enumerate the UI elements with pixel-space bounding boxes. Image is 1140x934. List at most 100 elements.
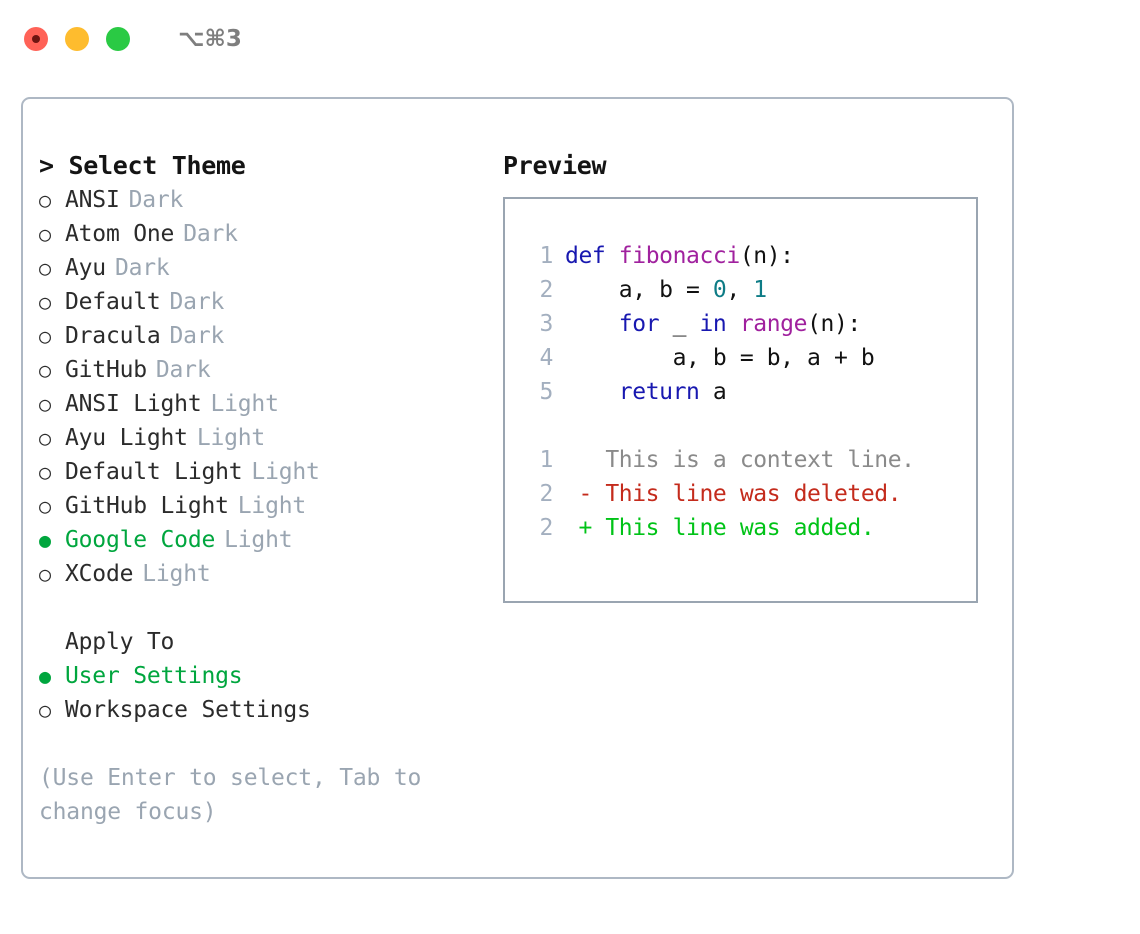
theme-name-label: Default Light (65, 459, 243, 485)
line-number: 5 (539, 379, 554, 405)
window-titlebar: ⌥⌘3 (0, 0, 1140, 78)
code-token-kw: for (618, 311, 660, 337)
diff-line: 1 This is a context line. (519, 443, 976, 477)
theme-variant-tag: Dark (114, 255, 170, 281)
radio-unselected-icon: ○ (39, 222, 51, 246)
radio-unselected-icon: ○ (39, 494, 51, 518)
theme-list-item[interactable]: ○ Default Light Light (39, 455, 489, 489)
line-number: 4 (539, 345, 554, 371)
theme-name-label: Ayu Light (65, 425, 188, 451)
close-button[interactable] (24, 27, 48, 51)
apply-to-label: User Settings (65, 663, 243, 689)
theme-name-label: Default (65, 289, 161, 315)
theme-variant-tag: Light (251, 459, 320, 485)
code-line: 4 a, b = b, a + b (519, 341, 976, 375)
theme-list-item[interactable]: ○ Default Dark (39, 285, 489, 319)
radio-unselected-icon: ○ (39, 392, 51, 416)
code-token-num: 0 (712, 277, 727, 303)
apply-to-list[interactable]: ● User Settings ○ Workspace Settings (39, 659, 489, 727)
theme-name-label: Ayu (65, 255, 106, 281)
code-token-plain: (n): (739, 243, 794, 269)
code-line-content: This is a context line. (565, 443, 915, 477)
radio-unselected-icon: ○ (39, 256, 51, 280)
diff-snippet: 1 This is a context line.2 - This line w… (519, 443, 976, 545)
select-theme-heading: > Select Theme (39, 151, 246, 180)
minimize-button[interactable] (65, 27, 89, 51)
theme-name-label: ANSI Light (65, 391, 202, 417)
diff-line: 2 + This line was added. (519, 511, 976, 545)
code-blank-line (519, 409, 976, 443)
code-line-content: a, b = b, a + b (565, 341, 875, 375)
theme-list-item[interactable]: ○ ANSI Dark (39, 183, 489, 217)
code-token-plain: a, b = b, a + b (565, 345, 875, 371)
radio-unselected-icon: ○ (39, 290, 51, 314)
list-spacer (39, 591, 489, 625)
apply-to-heading: Apply To (65, 629, 175, 655)
radio-selected-icon: ● (39, 664, 51, 688)
keyboard-shortcut-label: ⌥⌘3 (178, 26, 242, 52)
theme-name-label: GitHub (65, 357, 147, 383)
apply-to-option[interactable]: ○ Workspace Settings (39, 693, 489, 727)
theme-list-item[interactable]: ○ Ayu Dark (39, 251, 489, 285)
code-token-kw: def (565, 243, 619, 269)
code-token-plain (565, 379, 619, 405)
theme-variant-tag: Dark (128, 187, 184, 213)
zoom-button[interactable] (106, 27, 130, 51)
code-token-plain (726, 311, 739, 337)
theme-name-label: Google Code (65, 527, 216, 553)
code-token-kw: in (699, 311, 727, 337)
theme-name-label: Atom One (65, 221, 175, 247)
apply-to-label: Workspace Settings (65, 697, 311, 723)
theme-variant-tag: Dark (169, 289, 225, 315)
line-number: 3 (539, 311, 554, 337)
radio-unselected-icon: ○ (39, 324, 51, 348)
diff-line: 2 - This line was deleted. (519, 477, 976, 511)
code-line-content: - This line was deleted. (565, 477, 901, 511)
radio-unselected-icon: ○ (39, 562, 51, 586)
line-number: 1 (539, 447, 554, 473)
theme-name-label: ANSI (65, 187, 120, 213)
code-token-add: + This line was added. (565, 515, 875, 541)
code-token-kw: return (618, 379, 700, 405)
theme-variant-tag: Dark (183, 221, 238, 247)
line-number: 2 (539, 515, 554, 541)
code-line-content: for _ in range(n): (565, 307, 861, 341)
theme-list-item[interactable]: ○ Atom One Dark (39, 217, 489, 251)
radio-unselected-icon: ○ (39, 358, 51, 382)
code-line-content: + This line was added. (565, 511, 874, 545)
theme-variant-tag: Light (210, 391, 279, 417)
radio-unselected-icon: ○ (39, 426, 51, 450)
code-token-ctx: This is a context line. (565, 447, 915, 473)
code-token-fn: range (739, 311, 808, 337)
code-token-plain: (n): (807, 311, 861, 337)
theme-list-item[interactable]: ○ GitHub Dark (39, 353, 489, 387)
radio-unselected-icon: ○ (39, 698, 51, 722)
code-line: 2 a, b = 0, 1 (519, 273, 976, 307)
preview-heading: Preview (503, 151, 607, 180)
theme-variant-tag: Dark (169, 323, 225, 349)
theme-variant-tag: Dark (155, 357, 211, 383)
code-token-plain: a, b = (565, 277, 713, 303)
code-token-del: - This line was deleted. (565, 481, 902, 507)
apply-to-option[interactable]: ● User Settings (39, 659, 489, 693)
code-token-plain: a (699, 379, 727, 405)
radio-unselected-icon: ○ (39, 188, 51, 212)
theme-list-item[interactable]: ○ ANSI Light Light (39, 387, 489, 421)
line-number: 1 (539, 243, 554, 269)
radio-unselected-icon: ○ (39, 460, 51, 484)
code-line: 5 return a (519, 375, 976, 409)
theme-variant-tag: Light (224, 527, 293, 553)
theme-variant-tag: Light (142, 561, 211, 587)
